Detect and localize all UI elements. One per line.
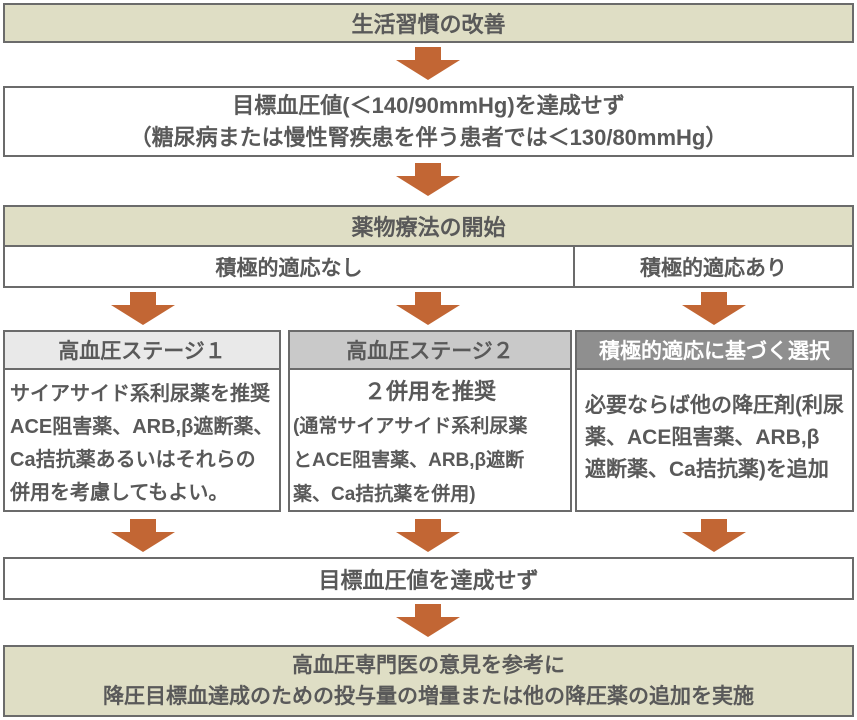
lifestyle-improvement-label: 生活習慣の改善 [351, 12, 506, 37]
indication-row: 積極的適応なし 積極的適応あり [5, 247, 852, 286]
stage2-body-line: 薬、Ca拮抗薬を併用) [293, 484, 476, 505]
compelling-body-line: 必要ならば他の降圧剤(利尿 [585, 394, 844, 417]
down-arrow-icon [682, 292, 746, 325]
down-arrow-icon [396, 519, 460, 552]
stage2-box: 高血圧ステージ２ ２併用を推奨 (通常サイアサイド系利尿薬 とACE阻害薬、AR… [288, 330, 572, 512]
stage1-box: 高血圧ステージ１ サイアサイド系利尿薬を推奨 ACE阻害薬、ARB,β遮断薬、 … [3, 330, 281, 512]
target-bp-line2: （糖尿病または慢性腎疾患を伴う患者では＜130/80mmHg） [129, 124, 728, 150]
drug-therapy-header-label: 薬物療法の開始 [351, 215, 506, 240]
down-arrow-icon [682, 519, 746, 552]
specialist-line1: 高血圧専門医の意見を参考に [292, 654, 565, 677]
compelling-header: 積極的適応に基づく選択 [577, 332, 852, 370]
stage2-body-line: とACE阻害薬、ARB,β遮断 [293, 450, 525, 471]
no-compelling-indication-label: 積極的適応なし [215, 256, 363, 280]
compelling-title: 積極的適応に基づく選択 [599, 340, 830, 363]
stage1-title: 高血圧ステージ１ [58, 340, 226, 363]
specialist-referral-box: 高血圧専門医の意見を参考に 降圧目標血達成のための投与量の増量または他の降圧薬の… [3, 645, 854, 717]
down-arrow-icon [111, 519, 175, 552]
stage2-body: ２併用を推奨 (通常サイアサイド系利尿薬 とACE阻害薬、ARB,β遮断 薬、C… [290, 370, 570, 512]
stage1-header: 高血圧ステージ１ [5, 332, 279, 370]
down-arrow-icon [396, 47, 460, 80]
stage2-emphasis: ２併用を推奨 [363, 379, 496, 404]
down-arrow-icon [396, 292, 460, 325]
compelling-indication-box: 積極的適応に基づく選択 必要ならば他の降圧剤(利尿 薬、ACE阻害薬、ARB,β… [575, 330, 854, 512]
goal-not-achieved-box: 目標血圧値を達成せず [3, 557, 854, 600]
stage2-body-line: (通常サイアサイド系利尿薬 [293, 416, 528, 437]
compelling-indication-label: 積極的適応あり [640, 256, 787, 280]
no-compelling-indication-cell: 積極的適応なし [5, 247, 575, 286]
stage1-body: サイアサイド系利尿薬を推奨 ACE阻害薬、ARB,β遮断薬、 Ca拮抗薬あるいは… [5, 370, 279, 510]
down-arrow-icon [111, 292, 175, 325]
compelling-body: 必要ならば他の降圧剤(利尿 薬、ACE阻害薬、ARB,β 遮断薬、Ca拮抗薬)を… [577, 370, 852, 510]
compelling-body-line: 遮断薬、Ca拮抗薬)を追加 [585, 458, 829, 481]
lifestyle-improvement-box: 生活習慣の改善 [3, 3, 854, 43]
down-arrow-icon [396, 163, 460, 196]
drug-therapy-start-box: 薬物療法の開始 積極的適応なし 積極的適応あり [3, 205, 854, 288]
target-bp-line1: 目標血圧値(＜140/90mmHg)を達成せず [232, 92, 625, 118]
compelling-indication-cell: 積極的適応あり [575, 247, 852, 286]
specialist-line2: 降圧目標血達成のための投与量の増量または他の降圧薬の追加を実施 [103, 685, 754, 708]
stage2-title: 高血圧ステージ２ [346, 340, 514, 363]
stage1-body-line: Ca拮抗薬あるいはそれらの [10, 449, 256, 471]
stage2-header: 高血圧ステージ２ [290, 332, 570, 370]
target-bp-not-achieved-box: 目標血圧値(＜140/90mmHg)を達成せず （糖尿病または慢性腎疾患を伴う患… [3, 86, 854, 157]
goal-not-achieved-label: 目標血圧値を達成せず [318, 567, 539, 593]
stage1-body-line: ACE阻害薬、ARB,β遮断薬、 [10, 416, 274, 438]
drug-therapy-header: 薬物療法の開始 [5, 207, 852, 247]
stage1-body-line: サイアサイド系利尿薬を推奨 [10, 383, 270, 405]
compelling-body-line: 薬、ACE阻害薬、ARB,β [585, 426, 820, 449]
down-arrow-icon [396, 604, 460, 637]
stage1-body-line: 併用を考慮してもよい。 [10, 482, 229, 504]
